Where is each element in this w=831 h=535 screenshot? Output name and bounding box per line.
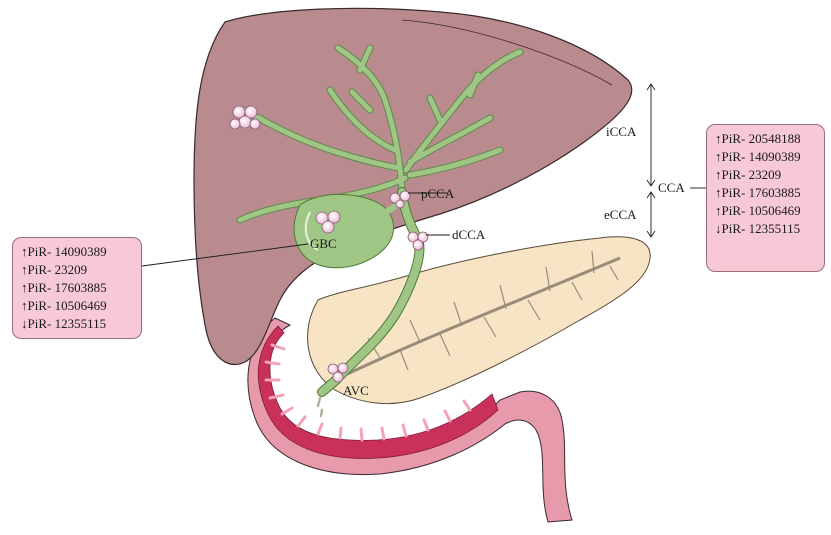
gbc-row-2: ↑PiR- 23209 xyxy=(21,261,133,279)
gbc-pirna-box: ↑PiR- 14090389 ↑PiR- 23209 ↑PiR- 1760388… xyxy=(12,237,142,339)
label-pcca: pCCA xyxy=(421,186,455,201)
ampulla-drops xyxy=(318,398,322,416)
cca-row-4: ↑PiR- 17603885 xyxy=(715,184,816,202)
label-icca: iCCA xyxy=(606,124,637,139)
cca-row-3: ↑PiR- 23209 xyxy=(715,166,816,184)
gbc-row-4: ↑PiR- 10506469 xyxy=(21,297,133,315)
gbc-row-5: ↓PiR- 12355115 xyxy=(21,315,133,333)
gallbladder xyxy=(294,194,393,267)
cca-row-6: ↓PiR- 12355115 xyxy=(715,220,816,238)
cca-row-1: ↑PiR- 20548188 xyxy=(715,130,816,148)
label-cca: CCA xyxy=(658,180,685,195)
cca-row-5: ↑PiR- 10506469 xyxy=(715,202,816,220)
label-gbc: GBC xyxy=(310,236,337,251)
cca-row-2: ↑PiR- 14090389 xyxy=(715,148,816,166)
label-dcca: dCCA xyxy=(452,227,486,242)
gbc-row-1: ↑PiR- 14090389 xyxy=(21,243,133,261)
cca-pirna-box: ↑PiR- 20548188 ↑PiR- 14090389 ↑PiR- 2320… xyxy=(706,124,825,272)
label-avc: AVC xyxy=(343,383,369,398)
gbc-row-3: ↑PiR- 17603885 xyxy=(21,279,133,297)
label-ecca: eCCA xyxy=(604,207,637,222)
